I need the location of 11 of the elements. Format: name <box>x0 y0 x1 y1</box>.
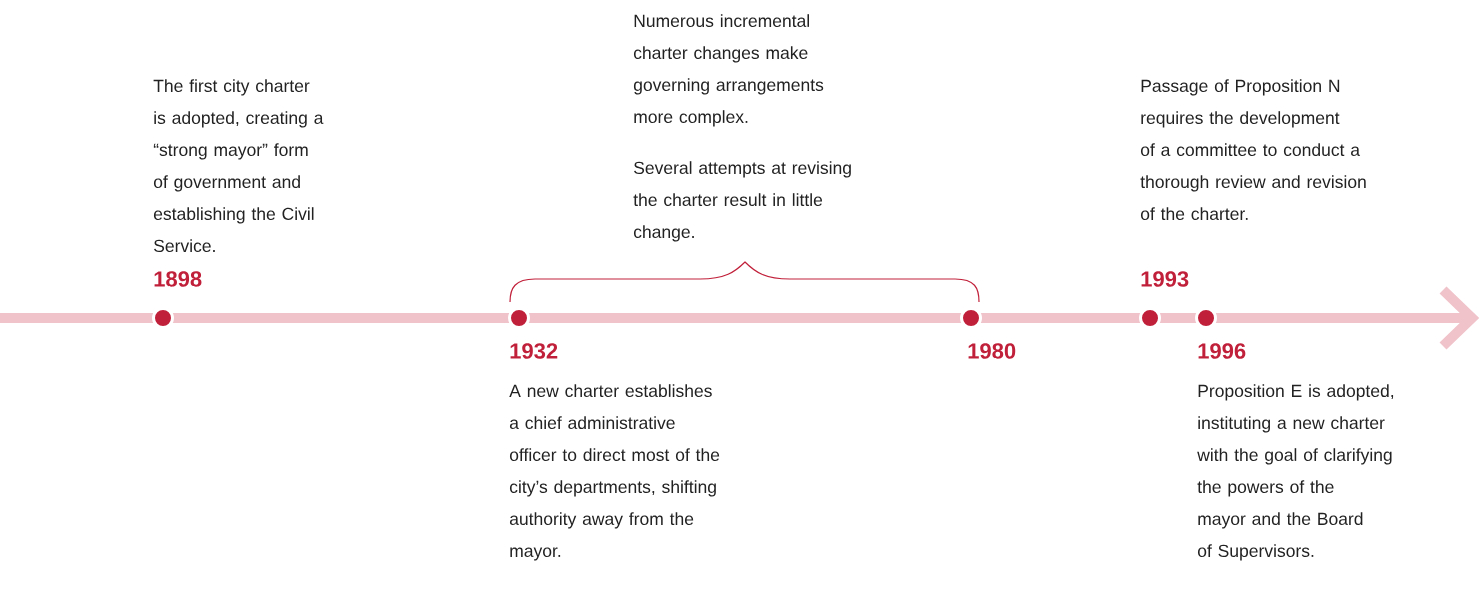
event-description: Proposition E is adopted, instituting a new charter with the goal of clarifying the powers of the mayor and the Board of Supervisors. <box>1197 384 1394 561</box>
event-description: A new charter establishes a chief administrative officer to direct most of the city’s departments, shifting authority away from the mayor. <box>509 384 720 561</box>
year-label: 1996 <box>1198 343 1246 359</box>
event-description: The first city charter is adopted, creating a “strong mayor” form of government and establishing the Civil Service. <box>153 79 324 253</box>
event-description: Passage of Proposition N requires the development of a committee to conduct a thorough review and revision of the charter. <box>1140 79 1366 221</box>
year-label: 1932 <box>510 343 558 359</box>
event-description: Numerous incremental charter changes make governing arrangements more complex. <box>633 14 824 127</box>
year-label: 1898 <box>154 271 202 287</box>
year-label: 1980 <box>968 343 1016 359</box>
event-description: Several attempts at revising the charter result in little change. <box>633 161 851 242</box>
year-label: 1993 <box>1141 271 1189 287</box>
